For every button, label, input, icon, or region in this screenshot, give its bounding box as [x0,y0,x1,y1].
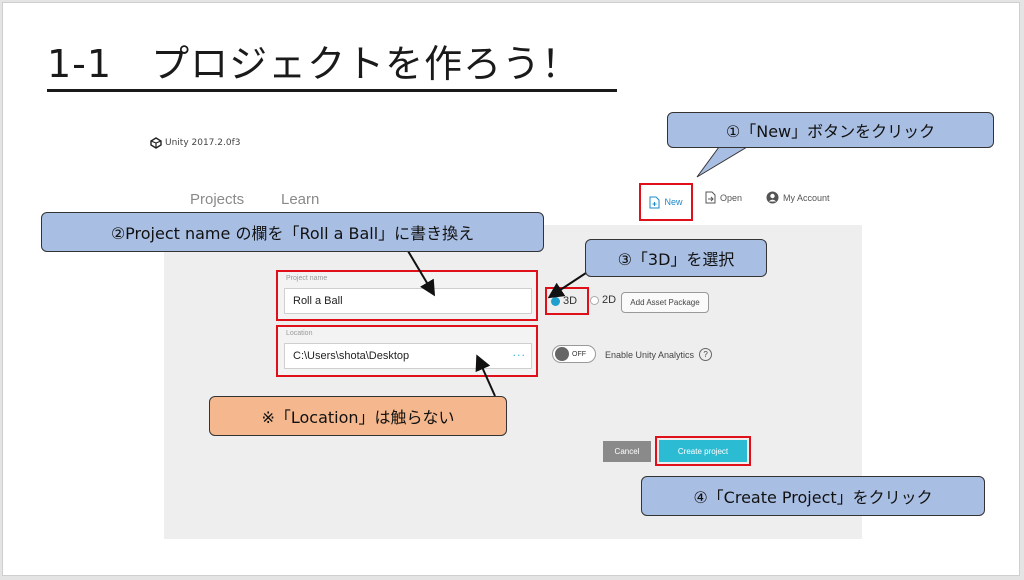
callout-create-project: ④「Create Project」をクリック [641,476,985,516]
tab-learn[interactable]: Learn [281,191,320,208]
unity-version-label: Unity 2017.2.0f3 [150,137,240,149]
title-underline [47,89,617,92]
open-label: Open [720,192,743,203]
cancel-button[interactable]: Cancel [603,441,651,462]
help-icon[interactable]: ? [699,348,713,361]
location-group: Location C:\Users\shota\Desktop ··· [276,325,538,377]
account-icon [766,191,779,204]
toggle-knob [555,347,569,361]
template-3d-label: 3D [563,295,578,307]
location-label: Location [286,330,313,337]
callout-new-button: ①「New」ボタンをクリック [667,112,994,148]
new-label: New [664,197,683,207]
callout-location-note: ※「Location」は触らない [209,396,507,436]
my-account-button[interactable]: My Account [766,191,830,204]
project-name-label: Project name [286,275,328,282]
location-input[interactable]: C:\Users\shota\Desktop [284,343,532,369]
unity-version-text: Unity 2017.2.0f3 [165,138,241,148]
callout-project-name: ②Project name の欄を「Roll a Ball」に書き換え [41,212,544,252]
project-name-input[interactable]: Roll a Ball [284,288,532,314]
project-name-group: Project name Roll a Ball [276,270,538,321]
analytics-toggle[interactable]: OFF [552,345,596,363]
new-file-icon [649,196,660,208]
create-project-highlight: Create project [655,436,751,466]
analytics-label: Enable Unity Analytics [605,349,695,360]
callout-select-3d: ③「3D」を選択 [585,239,767,277]
tab-projects[interactable]: Projects [190,191,245,208]
callout2-arrow [407,250,436,297]
radio-unselected-icon [590,295,599,305]
create-project-button[interactable]: Create project [659,440,747,462]
open-project-button[interactable]: Open [705,191,742,204]
toggle-state: OFF [572,350,586,358]
new-project-button[interactable]: New [639,183,693,221]
slide-title: 1-1 プロジェクトを作ろう！ [47,42,581,86]
template-2d-label: 2D [602,294,617,306]
analytics-label-group: Enable Unity Analytics ? [605,348,713,361]
add-asset-package-button[interactable]: Add Asset Package [621,292,709,313]
callout3-arrow [547,270,590,299]
browse-location-button[interactable]: ··· [512,349,526,362]
unity-logo-icon [150,137,162,149]
account-label: My Account [783,192,830,203]
template-3d-option[interactable]: 3D [545,287,589,315]
callout1-tail [696,146,749,178]
open-file-icon [705,191,716,204]
callout4-arrow [475,354,496,397]
template-2d-option[interactable]: 2D [590,294,616,306]
radio-selected-icon [551,296,560,306]
